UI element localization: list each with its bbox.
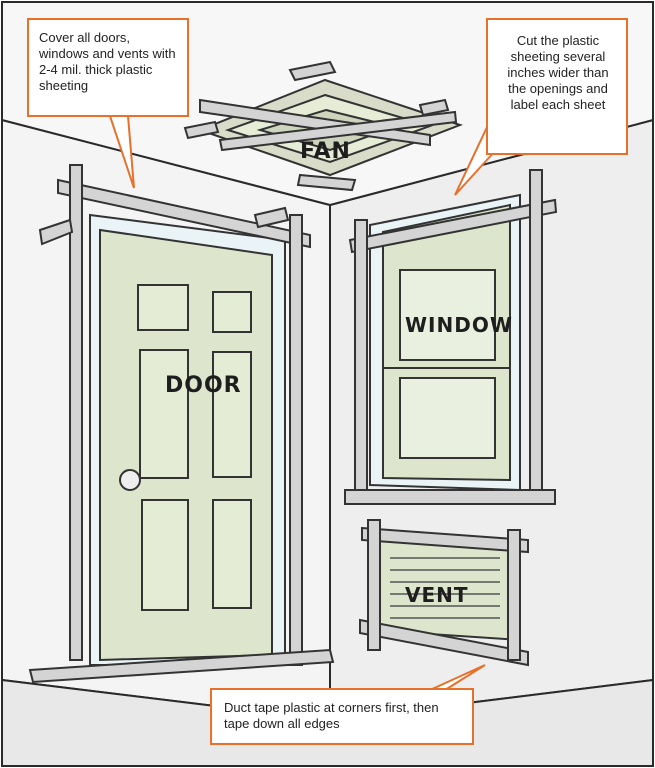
window-tape [344, 169, 558, 505]
door-tape [28, 164, 335, 684]
vent [369, 539, 521, 642]
callout-cut-sheeting: Cut the plastic sheeting several inches … [486, 18, 628, 155]
callout-cover-openings: Cover all doors, windows and vents with … [27, 18, 189, 117]
vent-tape [359, 519, 529, 667]
window-label: WINDOW [405, 313, 513, 337]
fan-label: FAN [300, 139, 351, 164]
door [89, 213, 286, 666]
ceiling-fan-vent [183, 60, 463, 192]
door-label: DOOR [165, 373, 242, 398]
vent-label: VENT [405, 583, 469, 607]
fan-tape [183, 60, 458, 192]
callout-duct-tape: Duct tape plastic at corners first, then… [210, 688, 474, 745]
door-knob [119, 469, 141, 491]
window [369, 193, 521, 492]
